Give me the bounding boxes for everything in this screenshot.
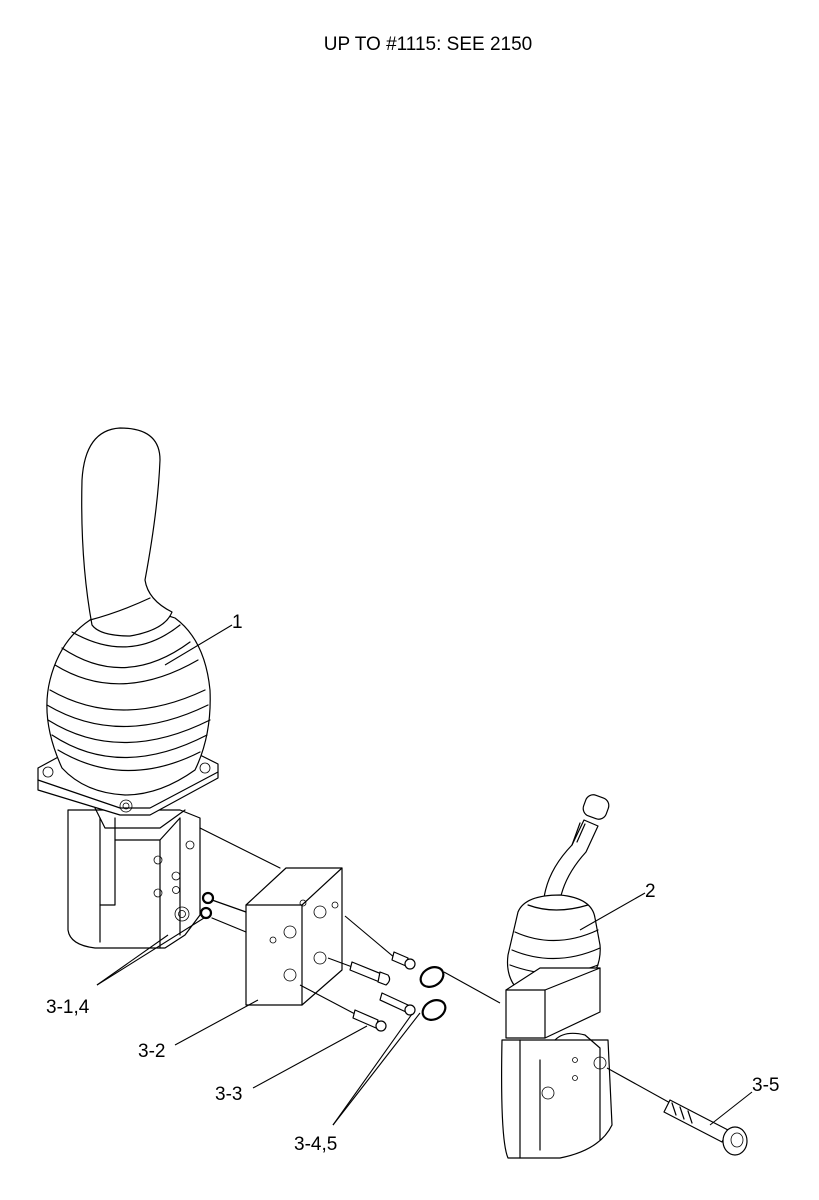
long-screw bbox=[606, 1067, 748, 1156]
callout-3-4-5: 3-4,5 bbox=[294, 1134, 337, 1155]
callout-3-5: 3-5 bbox=[752, 1075, 779, 1096]
callout-1: 1 bbox=[232, 612, 243, 633]
o-rings bbox=[419, 966, 501, 1021]
adapter-plate bbox=[199, 827, 343, 1006]
callout-3-3: 3-3 bbox=[215, 1084, 242, 1105]
lever-valve bbox=[501, 794, 613, 1159]
callout-3-2: 3-2 bbox=[138, 1041, 165, 1062]
callout-3-1-4: 3-1,4 bbox=[46, 997, 90, 1018]
callout-leaders bbox=[96, 624, 753, 1126]
socket-screws bbox=[299, 915, 416, 1032]
header-note: UP TO #1115: SEE 2150 bbox=[324, 34, 532, 55]
joystick-assembly bbox=[37, 427, 219, 949]
callout-2: 2 bbox=[645, 881, 656, 902]
